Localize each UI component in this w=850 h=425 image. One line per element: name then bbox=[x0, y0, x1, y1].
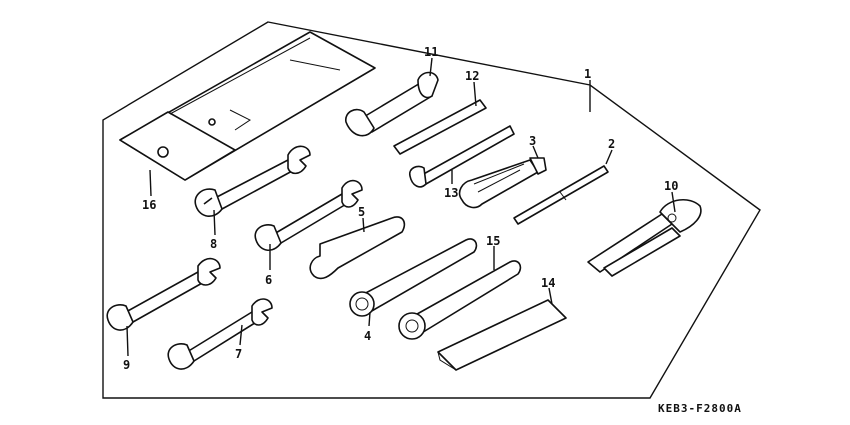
rod-12 bbox=[393, 99, 487, 155]
wrench-9 bbox=[106, 257, 221, 331]
callout-15: 15 bbox=[486, 234, 500, 248]
hook-spanner-5 bbox=[309, 216, 406, 280]
callout-3: 3 bbox=[529, 134, 536, 148]
strip-14 bbox=[437, 299, 567, 371]
screwdriver-blade-2 bbox=[513, 165, 609, 225]
callout-9: 9 bbox=[123, 358, 130, 372]
small-wrench-13 bbox=[408, 125, 515, 188]
callout-1: 1 bbox=[584, 67, 591, 81]
tool-bag bbox=[119, 31, 376, 181]
callout-14: 14 bbox=[541, 276, 555, 290]
callout-6: 6 bbox=[265, 273, 272, 287]
diagram-code: KEB3-F2800A bbox=[658, 402, 742, 415]
callout-2: 2 bbox=[608, 137, 615, 151]
callout-12: 12 bbox=[465, 69, 479, 83]
screwdriver-handle-3 bbox=[458, 157, 547, 209]
wrench-8 bbox=[194, 145, 311, 217]
socket-wrench-11 bbox=[345, 71, 439, 137]
callout-11: 11 bbox=[424, 45, 438, 59]
leader-lines bbox=[126, 57, 676, 357]
box-wrench-15 bbox=[398, 260, 522, 340]
wrench-7 bbox=[167, 298, 273, 370]
callout-16: 16 bbox=[142, 198, 156, 212]
callout-10: 10 bbox=[664, 179, 678, 193]
callout-7: 7 bbox=[235, 347, 242, 361]
box-wrench-4 bbox=[349, 238, 478, 317]
pliers-10 bbox=[587, 199, 702, 277]
wrench-6 bbox=[254, 179, 363, 251]
callout-8: 8 bbox=[210, 237, 217, 251]
callout-13: 13 bbox=[444, 186, 458, 200]
callout-5: 5 bbox=[358, 205, 365, 219]
callout-4: 4 bbox=[364, 329, 371, 343]
